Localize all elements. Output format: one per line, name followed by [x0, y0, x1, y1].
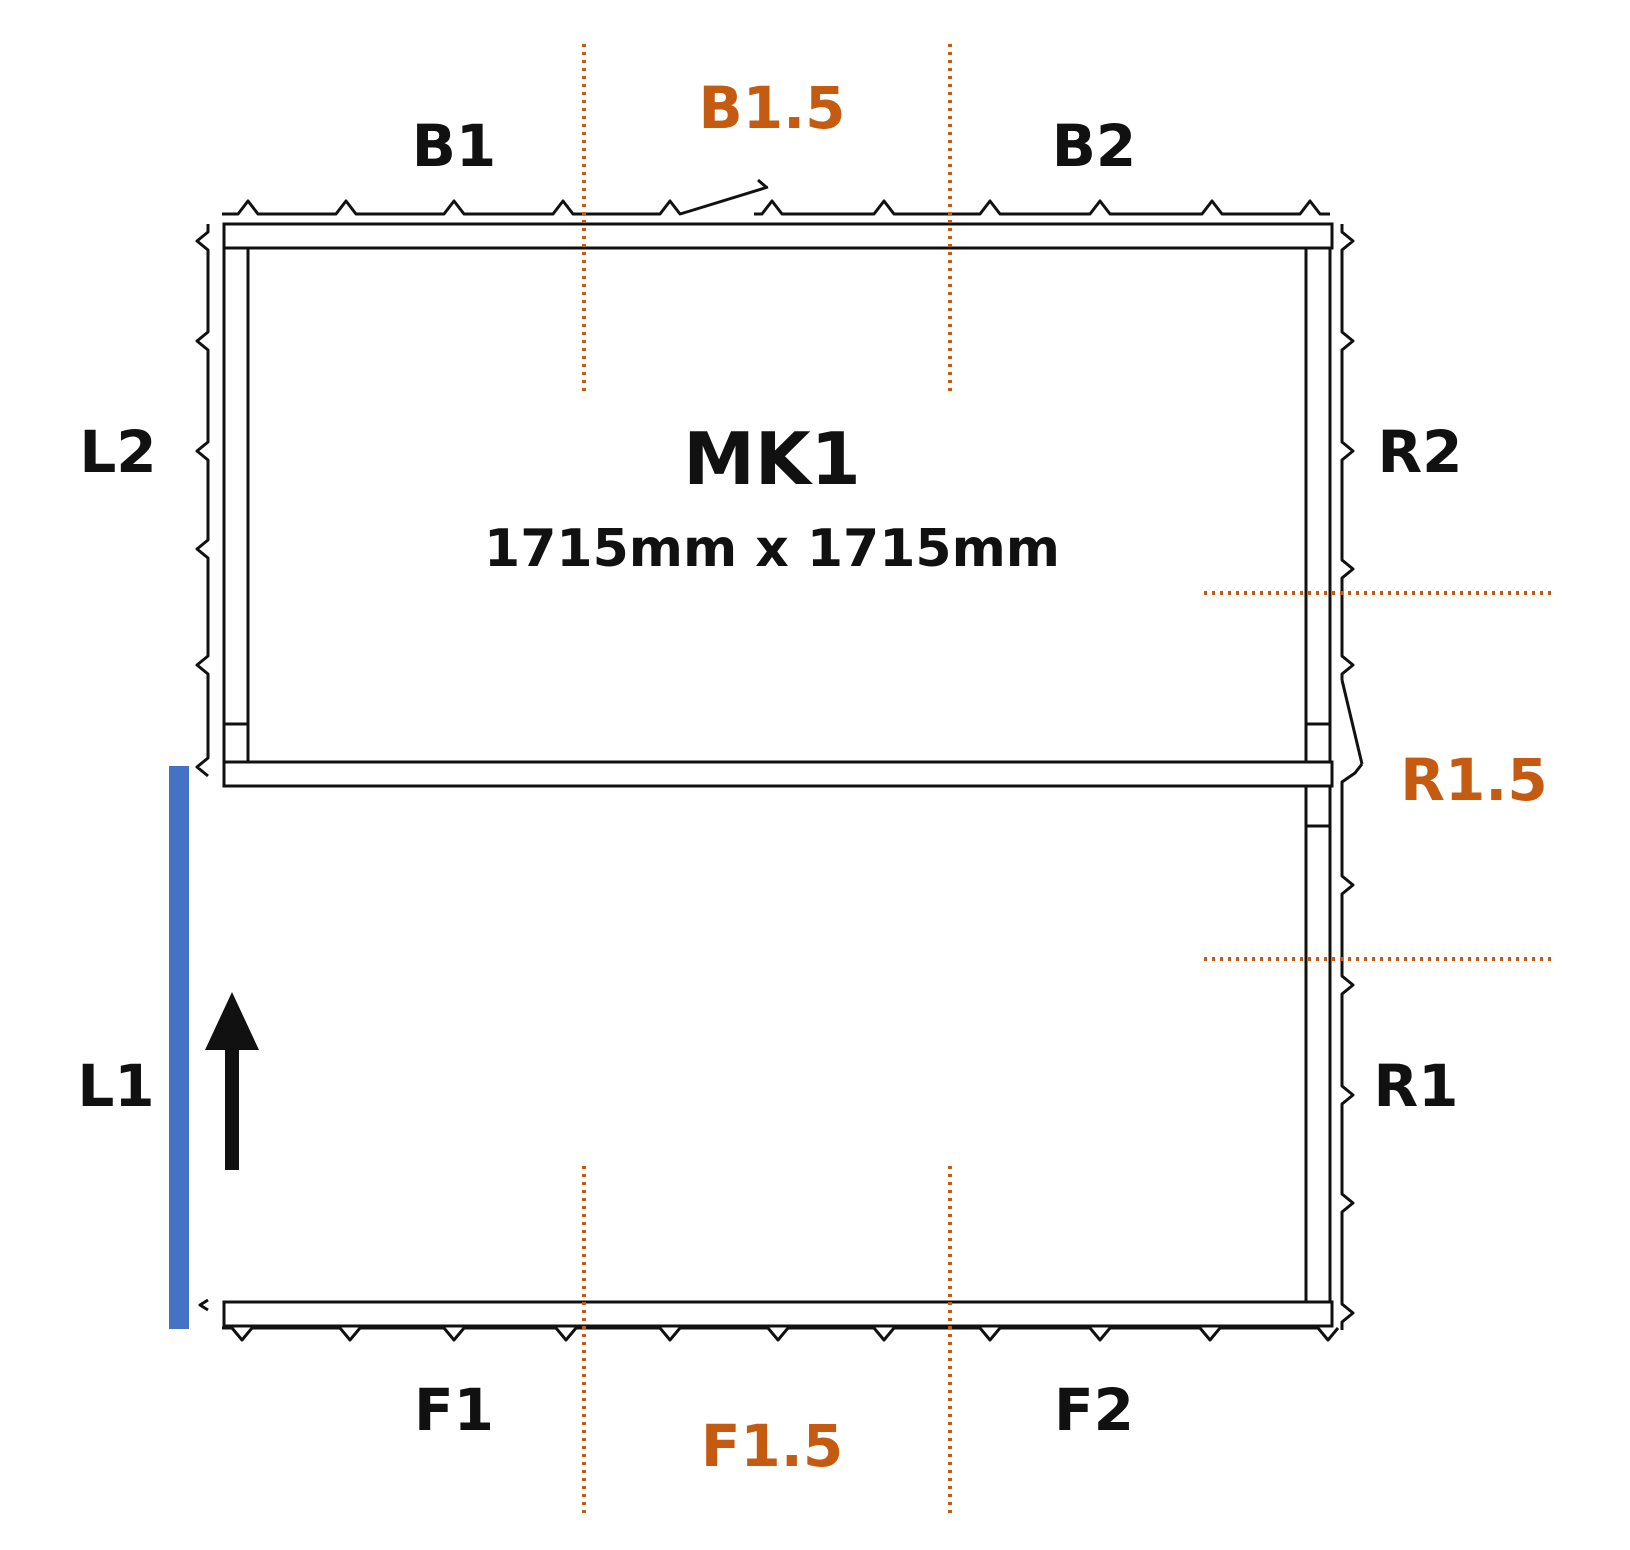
label-b2: B2 — [1052, 112, 1137, 180]
top-rail — [222, 222, 1334, 250]
top-wavy-gap-edge — [757, 178, 767, 189]
left-upper-wavy-edge — [195, 224, 210, 778]
left-lower-wavy-stub — [198, 1298, 209, 1312]
label-l1: L1 — [77, 1052, 154, 1120]
right-wavy-kink — [1340, 679, 1364, 765]
label-r1: R1 — [1373, 1052, 1458, 1120]
top-wavy-edge — [222, 185, 1330, 216]
label-f1: F1 — [414, 1376, 494, 1444]
label-r2: R2 — [1377, 418, 1462, 486]
label-b1: B1 — [412, 112, 497, 180]
middle-rail — [222, 760, 1334, 788]
label-r1-5: R1.5 — [1400, 746, 1547, 814]
label-f1-5: F1.5 — [701, 1412, 843, 1480]
right-lower-post — [1304, 784, 1332, 1304]
left-side-marker — [169, 766, 189, 1329]
label-f2: F2 — [1054, 1376, 1134, 1444]
bottom-wavy-edge — [222, 1326, 1340, 1342]
right-upper-post — [1304, 246, 1332, 764]
diagram-dimensions: 1715mm x 1715mm — [484, 519, 1060, 579]
label-b1-5: B1.5 — [699, 74, 846, 142]
bottom-rail — [222, 1300, 1334, 1328]
left-upper-post — [222, 246, 250, 764]
right-wavy-edge — [1340, 224, 1364, 1330]
up-arrow-icon — [205, 992, 259, 1170]
label-l2: L2 — [79, 418, 156, 486]
diagram-title: MK1 — [683, 417, 861, 501]
